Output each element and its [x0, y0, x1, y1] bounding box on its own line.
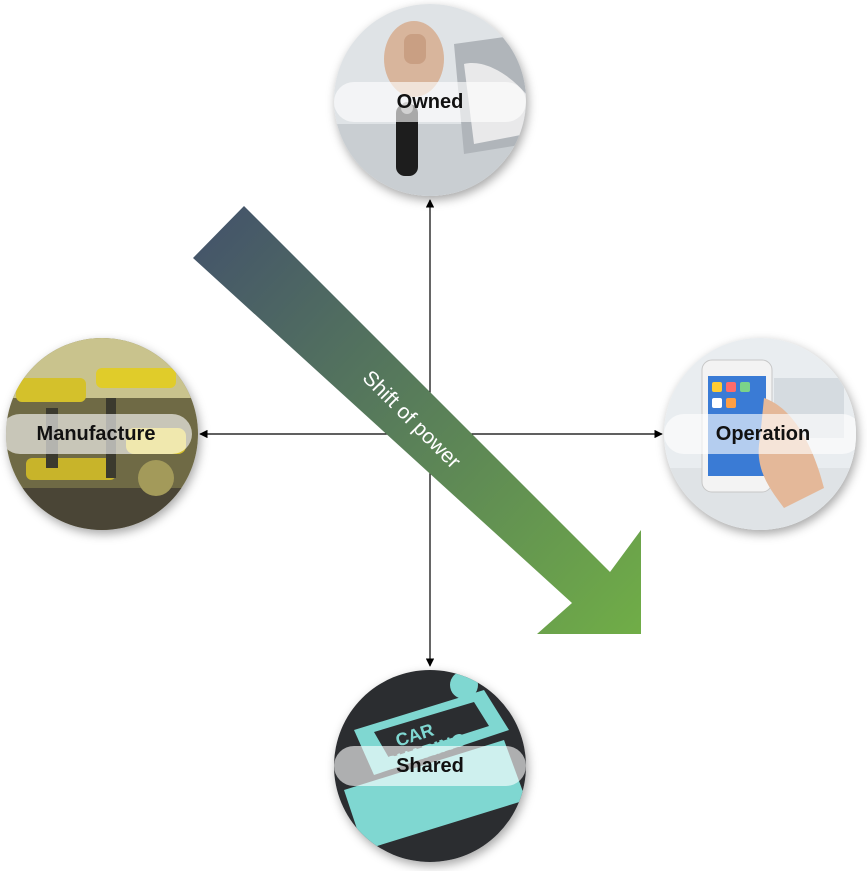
- operation-node: Operation: [664, 338, 856, 530]
- operation-label: Operation: [664, 414, 856, 454]
- shared-label: Shared: [334, 746, 526, 786]
- manufacture-node: Manufacture: [6, 338, 198, 530]
- owned-node: Owned: [334, 4, 526, 196]
- shared-node: CAR SHARING Shared: [334, 670, 526, 862]
- manufacture-label: Manufacture: [6, 414, 192, 454]
- owned-label: Owned: [334, 82, 526, 122]
- shift-of-power-arrow: [193, 206, 641, 634]
